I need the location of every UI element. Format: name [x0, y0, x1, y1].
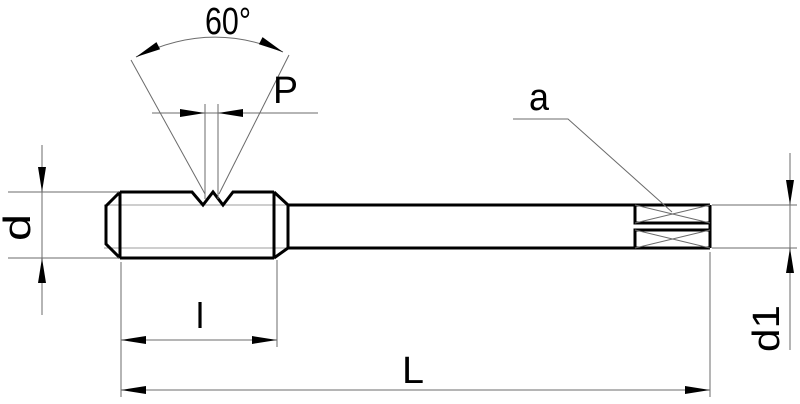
L-arrow-left: [121, 386, 146, 394]
dimension-d: d: [0, 145, 119, 315]
d-arrow-bottom: [38, 258, 46, 283]
pitch-arrow-right: [218, 109, 243, 117]
angle-leg-right: [218, 54, 290, 195]
overall-length-label: L: [402, 350, 424, 392]
square-flat-cross-bottom: [634, 229, 711, 249]
diameter-label: d: [0, 214, 39, 241]
L-arrow-right: [685, 386, 710, 394]
thread-root-lines: [104, 204, 290, 249]
dimension-thread-angle: 60°: [130, 1, 290, 195]
square-end-leader-line: [513, 118, 673, 213]
angle-arrow-left: [134, 42, 161, 61]
tap-shank: [288, 203, 712, 250]
l-arrow-right: [252, 336, 277, 344]
thread-angle-label: 60°: [205, 1, 251, 43]
pitch-arrow-left: [180, 109, 205, 117]
tap-threaded-body: [120, 189, 290, 260]
d-extension-lines: [8, 191, 119, 259]
tap-nose: [104, 190, 122, 260]
dimension-d1: d1: [712, 153, 797, 352]
l-extension-lines: [120, 260, 278, 397]
shank-diameter-label: d1: [746, 305, 788, 352]
leader-square-end: a: [513, 77, 673, 213]
pitch-label: P: [273, 70, 298, 112]
square-drive-end: [633, 205, 710, 248]
square-end-label: a: [529, 77, 550, 119]
square-flat-cross-top: [634, 204, 711, 224]
d-arrow-top: [38, 167, 46, 192]
dimension-l: l: [120, 260, 278, 397]
dimension-pitch: P: [152, 70, 318, 199]
l-arrow-left: [121, 336, 146, 344]
thread-length-label: l: [196, 295, 204, 336]
d1-extension-lines: [712, 204, 797, 249]
angle-leg-left: [130, 59, 206, 195]
tap-outline: [104, 189, 712, 260]
dimension-L: L: [121, 252, 711, 397]
angle-arrow-right: [258, 37, 285, 56]
d1-arrow-bottom: [786, 248, 794, 273]
pitch-extension-lines: [204, 104, 219, 199]
d1-arrow-top: [786, 180, 794, 205]
